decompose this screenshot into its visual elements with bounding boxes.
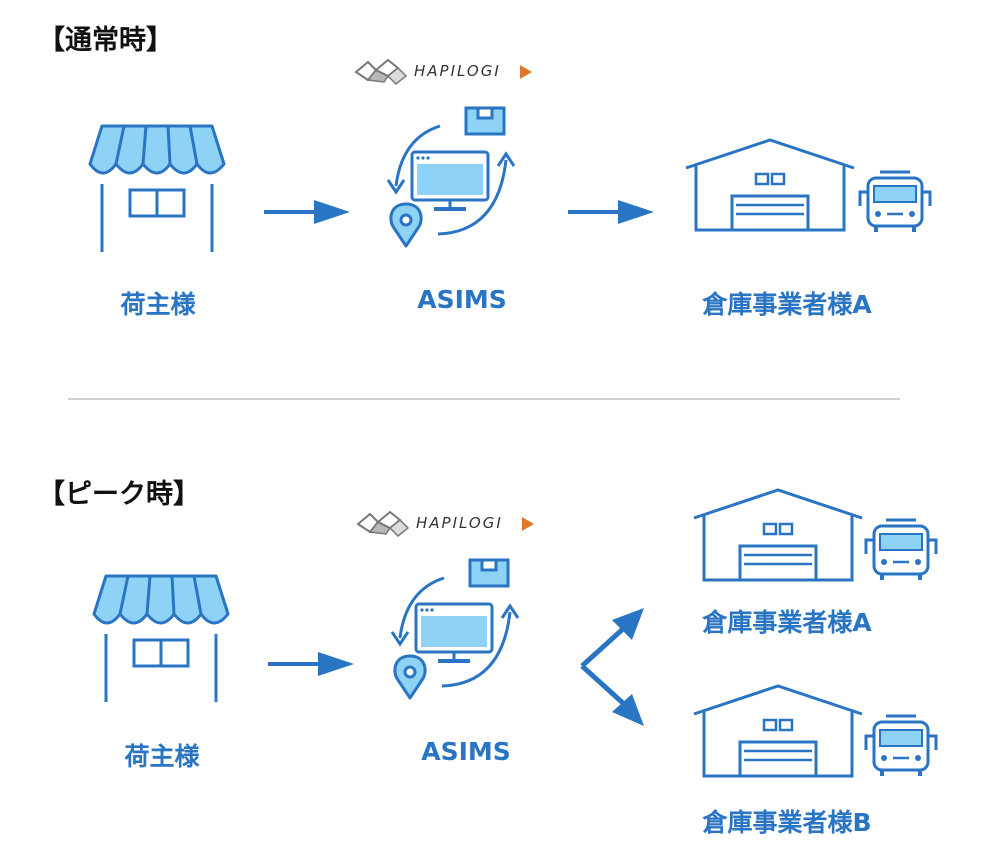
- asims-label: ASIMS: [421, 737, 511, 766]
- hapilogi-logo-icon: [355, 59, 407, 85]
- peak-section-title: 【ピーク時】: [38, 479, 200, 510]
- hapilogi-logo-text: HAPILOGI: [416, 514, 503, 532]
- shipper-label: 荷主様: [124, 742, 200, 771]
- arrow-icon: [568, 200, 654, 224]
- warehouse-icon: [684, 138, 856, 232]
- truck-icon: [858, 170, 932, 234]
- shipper-label: 荷主様: [120, 290, 196, 319]
- logo-triangle-icon: [522, 517, 534, 531]
- asims-label: ASIMS: [417, 285, 507, 314]
- warehouse-a-label: 倉庫事業者様A: [702, 290, 872, 319]
- hapilogi-logo-text: HAPILOGI: [414, 62, 501, 80]
- warehouse-a-label: 倉庫事業者様A: [702, 608, 872, 637]
- normal-section-title: 【通常時】: [38, 25, 173, 56]
- asims-system-icon: [386, 106, 516, 248]
- hapilogi-logo-icon: [357, 511, 409, 537]
- store-icon: [88, 124, 226, 254]
- warehouse-icon: [692, 684, 864, 778]
- section-divider: [68, 398, 900, 400]
- warehouse-icon: [692, 488, 864, 582]
- truck-icon: [864, 714, 938, 778]
- arrow-icon: [264, 200, 350, 224]
- hapilogi-logo: HAPILOGI: [354, 56, 544, 86]
- hapilogi-logo: HAPILOGI: [356, 508, 546, 538]
- warehouse-b-label: 倉庫事業者様B: [702, 808, 872, 837]
- split-arrow-icon: [580, 608, 644, 726]
- logo-triangle-icon: [520, 65, 532, 79]
- arrow-icon: [268, 652, 354, 676]
- truck-icon: [864, 518, 938, 582]
- store-icon: [92, 574, 230, 704]
- asims-system-icon: [390, 558, 520, 700]
